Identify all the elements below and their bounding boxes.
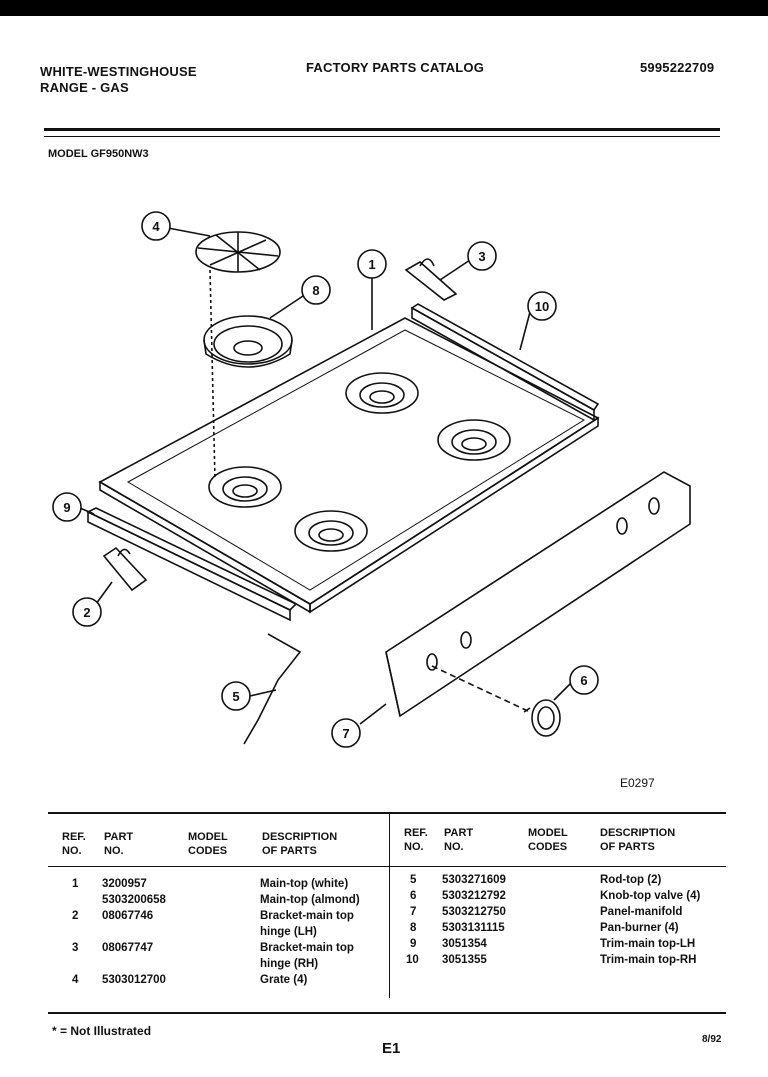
header-description-left: DESCRIPTION OF PARTS [262, 831, 338, 857]
left-row-desc: Main-top (white) [260, 878, 349, 890]
left-row-desc: hinge (LH) [260, 926, 317, 938]
left-row-part: 5303200658 [102, 894, 166, 906]
print-date: 8/92 [702, 1034, 722, 1045]
right-row-part: 3051354 [442, 938, 487, 950]
right-row-part: 5303212792 [442, 890, 506, 902]
burner-holes [208, 372, 511, 552]
right-row-ref: 6 [410, 890, 417, 902]
right-row-part: 5303271609 [442, 874, 506, 886]
header-part-no-right: PART NO. [444, 827, 474, 853]
right-row-part: 3051355 [442, 954, 487, 966]
right-row-ref: 8 [410, 922, 417, 934]
table-top-rule [48, 812, 726, 814]
trim-lh [86, 507, 298, 611]
left-row-part: 5303012700 [102, 974, 166, 986]
exploded-parts-diagram: 4 1 3 8 10 9 2 5 7 6 [52, 211, 691, 748]
grate [195, 231, 281, 273]
bracket-rh [404, 258, 458, 301]
left-row-desc: Main-top (almond) [260, 894, 360, 906]
svg-text:9: 9 [63, 500, 70, 515]
svg-text:1: 1 [368, 257, 375, 272]
header-part-no-left: PART NO. [104, 831, 134, 857]
left-row-desc: Grate (4) [260, 974, 308, 986]
left-row-ref: 1 [72, 878, 79, 890]
svg-text:2: 2 [83, 605, 90, 620]
bracket-lh [102, 546, 148, 592]
header-rule-thin [44, 136, 720, 137]
table-column-divider [389, 814, 390, 998]
right-row-ref: 10 [406, 954, 419, 966]
left-row-ref: 4 [72, 974, 79, 986]
catalog-number: 5995222709 [640, 60, 715, 75]
callout-8: 8 [301, 275, 331, 305]
left-row-desc: Bracket-main top [260, 942, 354, 954]
callout-5: 5 [221, 681, 251, 711]
callout-3: 3 [467, 241, 497, 271]
knob [523, 699, 561, 737]
table-header-rule [48, 866, 726, 867]
callout-7: 7 [331, 718, 361, 748]
left-row-part: 08067746 [102, 910, 154, 922]
right-row-ref: 9 [410, 938, 417, 950]
right-row-desc: Panel-manifold [600, 906, 683, 918]
header-ref-no-left: REF. NO. [62, 831, 86, 857]
figure-code: E0297 [620, 776, 655, 790]
callout-6: 6 [569, 665, 599, 695]
svg-text:4: 4 [152, 219, 160, 234]
brand-line-2: RANGE - GAS [40, 80, 129, 95]
right-row-desc: Pan-burner (4) [600, 922, 679, 934]
right-row-part: 5303131115 [442, 922, 505, 934]
header-model-codes-left: MODEL CODES [188, 831, 228, 857]
right-row-desc: Rod-top (2) [600, 874, 662, 886]
left-row-desc: Bracket-main top [260, 910, 354, 922]
burner-pan [203, 315, 293, 368]
right-row-desc: Trim-main top-LH [600, 938, 696, 950]
right-row-part: 5303212750 [442, 906, 506, 918]
catalog-title: FACTORY PARTS CATALOG [306, 60, 485, 75]
left-row-part: 08067747 [102, 942, 154, 954]
right-row-ref: 7 [410, 906, 417, 918]
callout-4: 4 [141, 211, 171, 241]
callout-1: 1 [357, 249, 387, 279]
not-illustrated-note: * = Not Illustrated [52, 1024, 152, 1038]
right-row-desc: Trim-main top-RH [600, 954, 697, 966]
svg-text:7: 7 [342, 726, 349, 741]
callout-2: 2 [72, 597, 102, 627]
right-row-desc: Knob-top valve (4) [600, 890, 701, 902]
left-row-ref: 2 [72, 910, 79, 922]
header-rule-thick [44, 128, 720, 131]
header-ref-no-right: REF. NO. [404, 827, 428, 853]
svg-text:5: 5 [232, 689, 239, 704]
trim-rh [410, 303, 600, 412]
svg-text:10: 10 [535, 299, 549, 314]
left-row-part: 3200957 [102, 878, 147, 890]
header-description-right: DESCRIPTION OF PARTS [600, 827, 676, 853]
callout-10: 10 [527, 291, 557, 321]
svg-text:8: 8 [312, 283, 319, 298]
panel-manifold [385, 471, 691, 718]
svg-text:6: 6 [580, 673, 587, 688]
svg-text:3: 3 [478, 249, 485, 264]
page-number: E1 [382, 1040, 401, 1057]
rod-top [243, 633, 302, 745]
left-row-desc: hinge (RH) [260, 958, 319, 970]
top-black-bar [0, 0, 768, 16]
table-bottom-rule [48, 1012, 726, 1014]
model-number: MODEL GF950NW3 [48, 148, 149, 160]
left-row-ref: 3 [72, 942, 79, 954]
right-row-ref: 5 [410, 874, 417, 886]
header-model-codes-right: MODEL CODES [528, 827, 568, 853]
brand-line-1: WHITE-WESTINGHOUSE [40, 64, 197, 79]
callout-9: 9 [52, 492, 82, 522]
